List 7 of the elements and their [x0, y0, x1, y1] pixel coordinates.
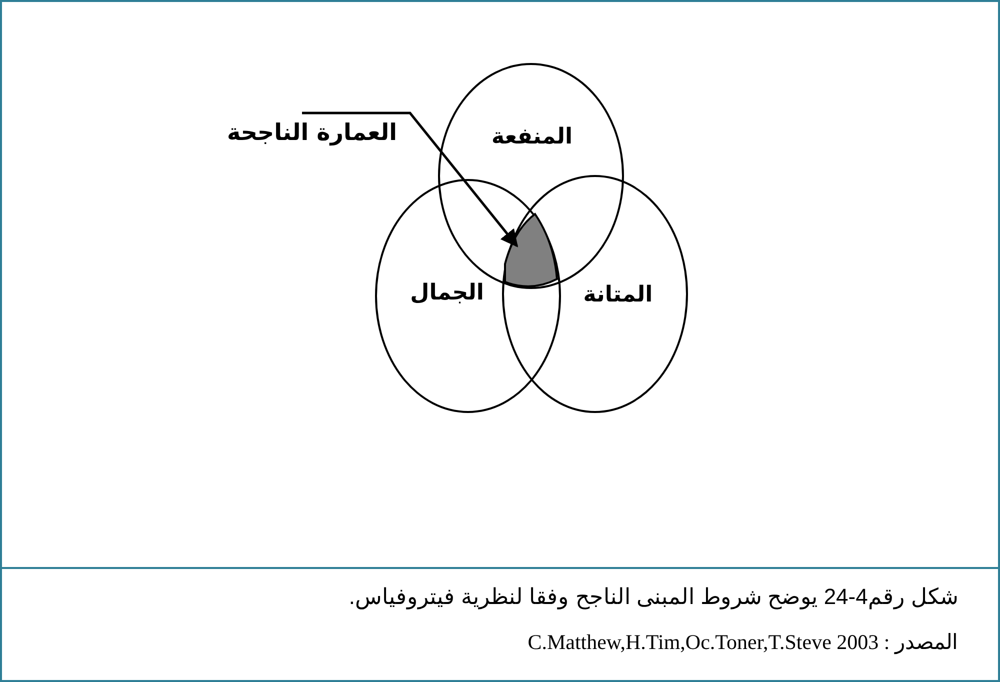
callout-text: العمارة الناجحة [226, 120, 397, 146]
source-note: المصدر : C.Matthew,H.Tim,Oc.Toner,T.Steve 2003 [528, 630, 958, 655]
leader-arrow [302, 112, 518, 248]
circle-label: المتانة [583, 282, 653, 308]
figure-caption: شكل رقم4-24 يوضح شروط المبنى الناجح وفقا لنظرية فيتروفياس. [348, 584, 958, 610]
circle-label: المنفعة [491, 124, 573, 150]
circle-label: الجمال [410, 280, 484, 306]
